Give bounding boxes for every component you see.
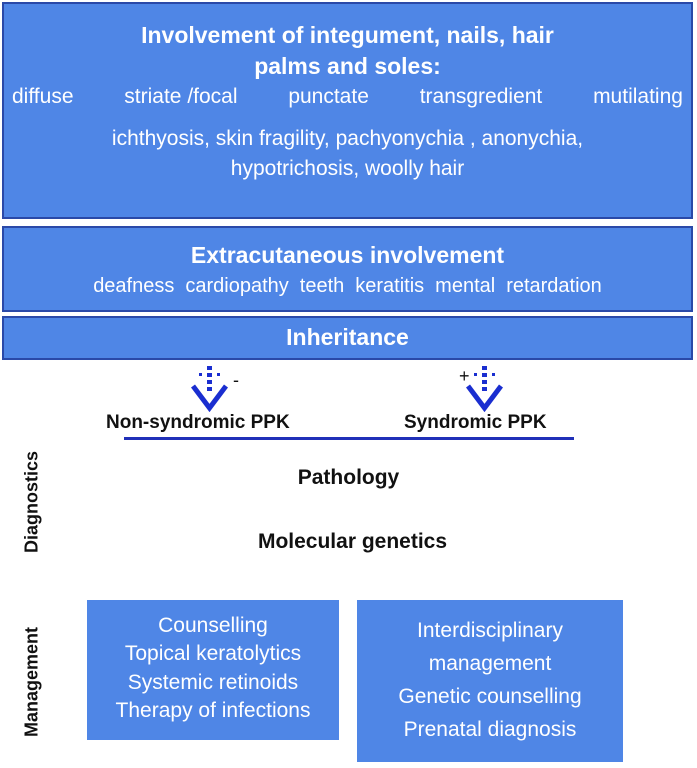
management-item: Systemic retinoids — [127, 671, 299, 694]
syndromic-management-box: Interdisciplinary management Genetic cou… — [357, 600, 623, 762]
pattern-list: diffuse striate /focal punctate transgre… — [4, 82, 691, 112]
item-keratitis: keratitis — [355, 275, 425, 297]
item-cardiopathy: cardiopathy — [185, 275, 289, 297]
extracutaneous-title: Extracutaneous involvement — [190, 242, 505, 268]
item-deafness: deafness — [93, 275, 175, 297]
pathology-label: Pathology — [297, 466, 400, 489]
non-syndromic-management-box: Counselling Topical keratolytics Systemi… — [87, 600, 339, 740]
extracutaneous-list: deafness cardiopathy teeth keratitis men… — [4, 271, 691, 301]
conditions-line2: hypotrichosis, woolly hair — [230, 157, 465, 180]
syndromic-label: Syndromic PPK — [404, 412, 547, 433]
integument-title-line1: Involvement of integument, nails, hair — [141, 22, 554, 48]
management-item: management — [428, 652, 552, 675]
management-item: Therapy of infections — [115, 699, 311, 722]
management-axis-label: Management — [21, 626, 42, 738]
branch-divider-line — [124, 437, 574, 440]
dotted-down-arrow-icon — [466, 366, 503, 412]
integument-involvement-panel: Involvement of integument, nails, hair p… — [2, 2, 693, 219]
item-teeth: teeth — [299, 275, 345, 297]
management-item: Prenatal diagnosis — [403, 718, 577, 741]
pattern-punctate: punctate — [288, 85, 369, 108]
pattern-transgredient: transgredient — [419, 85, 543, 108]
integument-title-line2: palms and soles: — [254, 53, 441, 79]
item-retardation: retardation — [506, 275, 602, 297]
pattern-striate-focal: striate /focal — [124, 85, 238, 108]
management-item: Topical keratolytics — [124, 642, 302, 665]
inheritance-panel: Inheritance — [2, 316, 693, 360]
conditions-line1: ichthyosis, skin fragility, pachyonychia… — [111, 127, 584, 150]
pattern-diffuse: diffuse — [12, 85, 74, 108]
management-item: Genetic counselling — [398, 685, 582, 708]
molecular-genetics-label: Molecular genetics — [257, 530, 448, 553]
pattern-mutilating: mutilating — [593, 85, 683, 108]
management-item: Interdisciplinary — [417, 619, 563, 642]
positive-sign: + — [459, 366, 470, 386]
dotted-down-arrow-icon — [191, 366, 228, 412]
extracutaneous-panel: Extracutaneous involvement deafness card… — [2, 226, 693, 312]
item-mental: mental — [435, 275, 496, 297]
non-syndromic-label: Non-syndromic PPK — [106, 412, 290, 433]
management-item: Counselling — [158, 614, 268, 637]
inheritance-title: Inheritance — [286, 324, 409, 350]
negative-sign: - — [233, 370, 239, 390]
